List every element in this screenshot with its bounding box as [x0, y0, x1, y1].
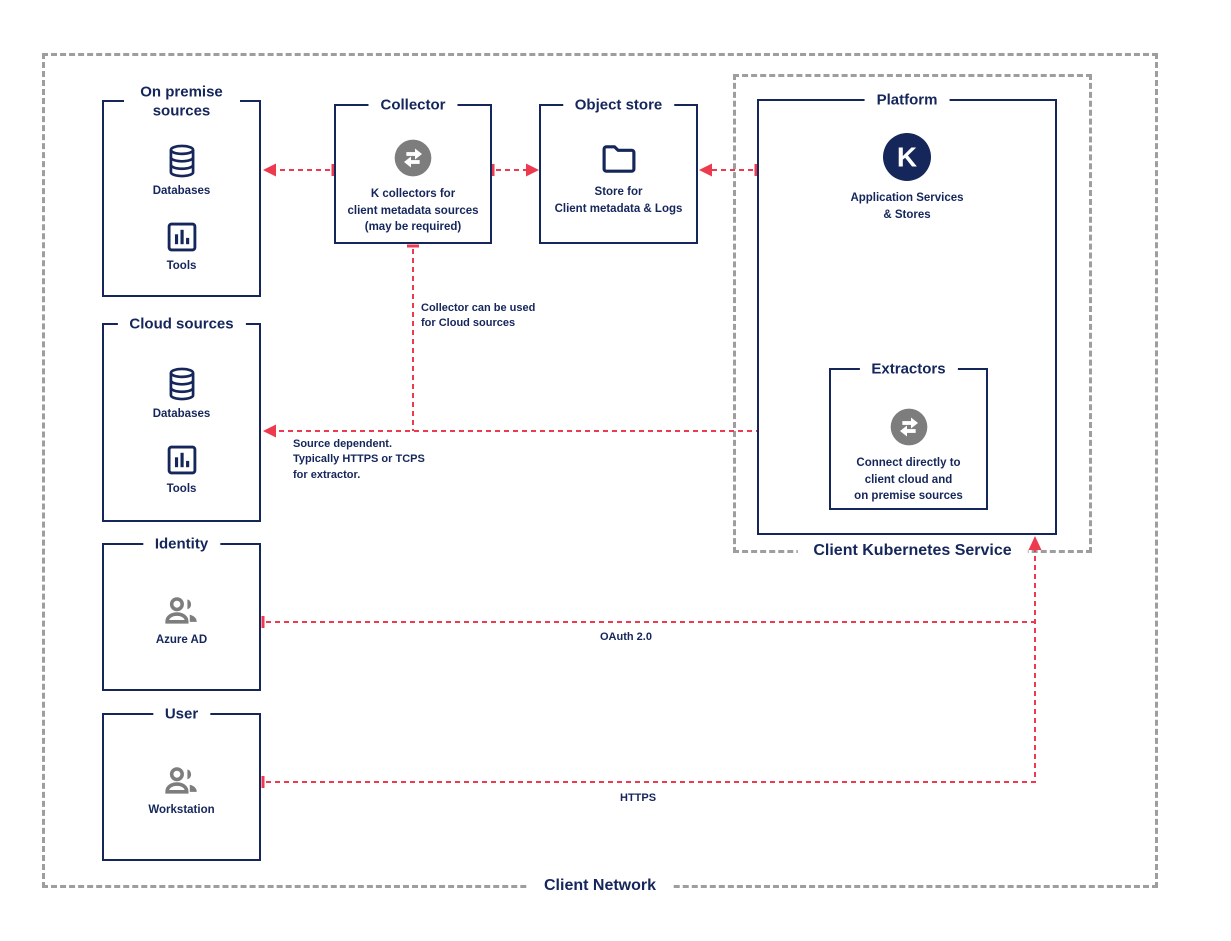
client-network-frame: Client Network — [42, 53, 1158, 896]
database-icon — [169, 367, 194, 401]
extractors-description: Connect directly to client cloud and on … — [854, 457, 963, 503]
user-title: User — [152, 705, 211, 725]
k-logo: K — [883, 133, 931, 181]
client-network-label: Client Network — [527, 877, 673, 896]
collector-cloud-note: Collector can be used for Cloud sources — [421, 302, 536, 330]
platform-title: Platform — [864, 91, 950, 111]
tools-label: Tools — [166, 260, 197, 272]
extractors-title: Extractors — [859, 360, 958, 380]
folder-icon — [602, 145, 635, 173]
identity-title: Identity — [142, 535, 221, 555]
oauth-label: OAuth 2.0 — [600, 631, 652, 643]
extractors-box: Extractors Connect directly to client cl… — [829, 360, 988, 510]
object-store-box: Object store Store for Client metadata &… — [539, 96, 698, 244]
tools-label: Tools — [166, 483, 197, 495]
people-icon — [164, 767, 197, 794]
identity-box: Identity Azure AD — [102, 535, 261, 691]
transfer-icon — [890, 408, 927, 446]
https-label: HTTPS — [620, 792, 657, 804]
collector-description: K collectors for client metadata sources… — [347, 188, 479, 234]
cloud-sources-box: Cloud sources Databases Tools — [102, 315, 261, 522]
tools-icon — [167, 445, 196, 475]
object-store-title: Object store — [562, 96, 675, 116]
azure-ad-label: Azure AD — [155, 634, 208, 646]
object-store-description: Store for Client metadata & Logs — [554, 186, 683, 215]
on-premise-sources-title: On premise sources — [123, 83, 240, 121]
transfer-icon — [394, 139, 432, 177]
workstation-label: Workstation — [148, 804, 215, 816]
database-icon — [169, 144, 194, 178]
databases-label: Databases — [152, 408, 211, 420]
user-box: User Workstation — [102, 705, 261, 861]
people-icon — [164, 597, 197, 624]
source-dependent-note: Source dependent. Typically HTTPS or TCP… — [293, 438, 425, 481]
on-premise-sources-box: On premise sources Databases Tools — [102, 83, 261, 297]
platform-description: Application Services & Stores — [850, 192, 964, 221]
kubernetes-service-label: Client Kubernetes Service — [797, 542, 1028, 561]
svg-text:K: K — [897, 142, 917, 173]
tools-icon — [167, 222, 196, 252]
cloud-sources-title: Cloud sources — [117, 315, 246, 335]
collector-box: Collector K collectors for client metada… — [334, 96, 492, 244]
platform-box: Platform K Application Services & Stores — [757, 91, 1057, 535]
collector-title: Collector — [368, 96, 458, 116]
databases-label: Databases — [152, 185, 211, 197]
